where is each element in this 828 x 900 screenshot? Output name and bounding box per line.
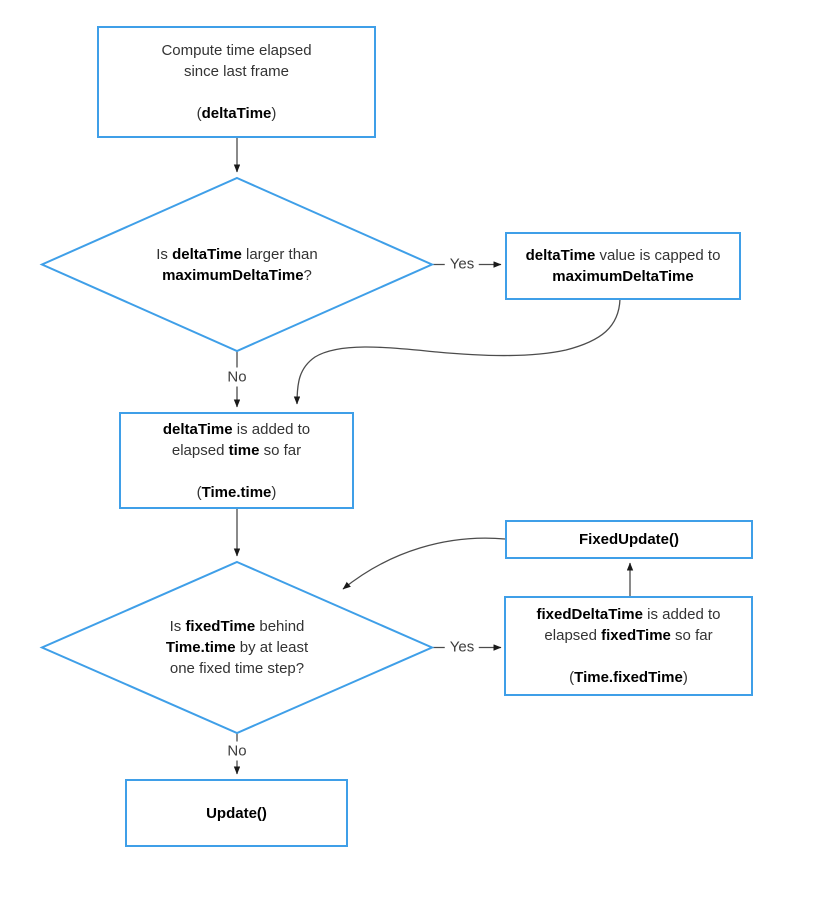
text-segment: is added to xyxy=(642,606,721,623)
code-segment: fixedTime xyxy=(185,618,256,635)
text-segment: since last frame xyxy=(183,63,290,80)
code-segment: Time.time xyxy=(165,639,236,656)
edge-label-no-decision1: No xyxy=(222,367,252,387)
code-segment: deltaTime xyxy=(525,247,596,264)
decision-diamond-fixed-time-step xyxy=(39,560,435,735)
edge-label-no-decision2: No xyxy=(222,741,252,761)
code-segment: Time.time xyxy=(201,483,272,501)
text-segment: Compute time elapsed xyxy=(161,42,312,59)
text-segment: so far xyxy=(259,441,302,459)
process-box-fixed-update xyxy=(505,520,753,559)
text-segment: is added to xyxy=(232,420,311,438)
node-label-compute-delta-time: Compute time elapsed since last frame (d… xyxy=(98,27,375,137)
node-line: one fixed time step? xyxy=(170,658,304,679)
node-label-cap-delta-time: deltaTime value is capped to maximumDelt… xyxy=(506,233,740,299)
code-segment: Time.fixedTime xyxy=(574,669,683,686)
process-box-cap-delta-time xyxy=(505,232,741,300)
text-segment: so far xyxy=(670,627,713,644)
code-segment: FixedUpdate() xyxy=(578,531,679,548)
connector-fixed-update-to-decision2 xyxy=(342,537,506,590)
node-label-update: Update() xyxy=(126,780,347,846)
node-line: Is fixedTime behind xyxy=(170,616,305,637)
text-segment: ( xyxy=(569,669,575,686)
code-segment: deltaTime xyxy=(201,105,272,122)
text-segment: ( xyxy=(196,483,202,501)
text-segment: ( xyxy=(196,105,202,122)
decision-diamond-delta-time-cap xyxy=(39,176,435,353)
node-label-decision-fixed-time-step: Is fixedTime behind Time.time by at leas… xyxy=(42,562,432,733)
node-line: Time.time by at least xyxy=(166,637,308,658)
text-segment: ? xyxy=(303,266,312,284)
node-line: (Time.time) xyxy=(197,482,277,503)
text-segment: one fixed time step? xyxy=(169,660,305,677)
text-segment: elapsed xyxy=(171,441,229,459)
text-segment: Is xyxy=(156,245,173,263)
code-segment: maximumDeltaTime xyxy=(552,268,694,285)
node-label-add-delta-time: deltaTime is added to elapsed time so fa… xyxy=(120,413,353,508)
process-box-update xyxy=(125,779,348,847)
node-line: maximumDeltaTime xyxy=(552,266,693,287)
text-segment: larger than xyxy=(241,245,318,263)
text-segment: ) xyxy=(682,669,688,686)
node-line: elapsed fixedTime so far xyxy=(544,625,712,646)
connector-capped-to-add-time xyxy=(293,298,621,405)
node-line: Is deltaTime larger than xyxy=(156,244,317,265)
node-line: since last frame xyxy=(184,61,289,82)
process-box-add-fixed-delta-time xyxy=(504,596,753,696)
node-line: FixedUpdate() xyxy=(579,529,679,550)
process-box-compute-delta-time xyxy=(97,26,376,138)
node-line: Compute time elapsed xyxy=(161,40,311,61)
code-segment: deltaTime xyxy=(162,420,233,438)
node-label-add-fixed-delta-time: fixedDeltaTime is added to elapsed fixed… xyxy=(505,597,752,695)
text-segment: by at least xyxy=(235,639,309,656)
node-label-fixed-update: FixedUpdate() xyxy=(506,521,752,558)
node-label-decision-delta-time-cap: Is deltaTime larger than maximumDeltaTim… xyxy=(42,178,432,351)
node-line: (Time.fixedTime) xyxy=(569,667,688,688)
text-segment: ) xyxy=(271,105,277,122)
edge-label-yes-decision2: Yes xyxy=(444,637,480,657)
node-line: deltaTime is added to xyxy=(163,419,310,440)
node-line: elapsed time so far xyxy=(172,440,301,461)
node-line: maximumDeltaTime? xyxy=(162,265,312,286)
code-segment: Update() xyxy=(206,804,267,822)
edge-label-yes-decision1: Yes xyxy=(444,254,480,274)
node-line: fixedDeltaTime is added to xyxy=(537,604,721,625)
node-line: Update() xyxy=(206,803,267,824)
process-box-add-delta-time xyxy=(119,412,354,509)
text-segment: value is capped to xyxy=(595,247,721,264)
code-segment: deltaTime xyxy=(172,245,242,263)
text-segment: behind xyxy=(255,618,305,635)
code-segment: fixedTime xyxy=(601,627,671,644)
node-line: deltaTime value is capped to xyxy=(526,245,721,266)
text-segment: Is xyxy=(169,618,186,635)
code-segment: fixedDeltaTime xyxy=(536,606,643,623)
text-segment: elapsed xyxy=(544,627,602,644)
text-segment: ) xyxy=(271,483,277,501)
code-segment: maximumDeltaTime xyxy=(162,266,304,284)
code-segment: time xyxy=(228,441,260,459)
node-line: (deltaTime) xyxy=(197,103,277,124)
